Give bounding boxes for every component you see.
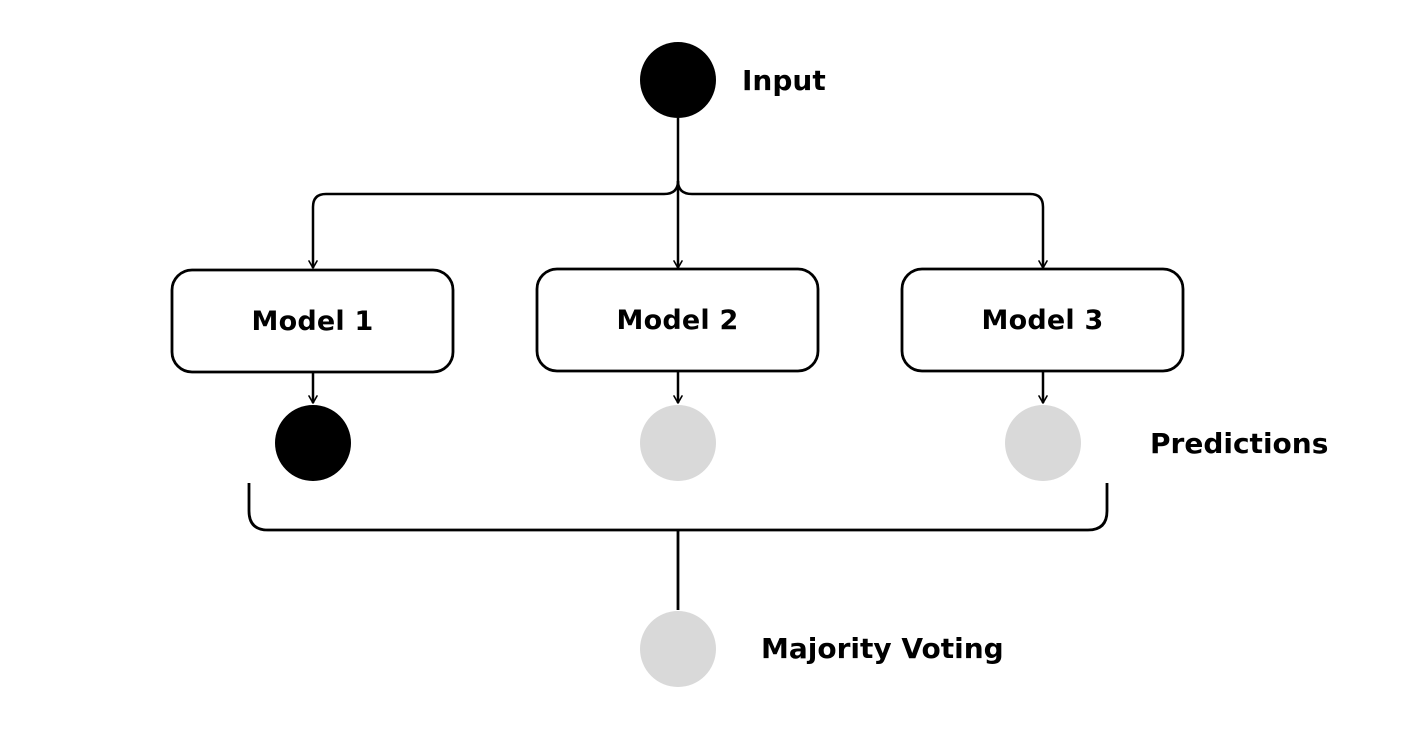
model-1-box <box>170 268 455 374</box>
prediction-node-model-1 <box>275 405 351 481</box>
majority-voting-label: Majority Voting <box>761 632 1004 665</box>
prediction-node-model-2 <box>640 405 716 481</box>
predictions-label: Predictions <box>1150 427 1329 460</box>
majority-voting-node <box>640 611 716 687</box>
prediction-node-model-3 <box>1005 405 1081 481</box>
branch-arrow-model-3 <box>676 180 1048 269</box>
aggregation-bracket <box>247 483 1109 532</box>
model-2-box <box>535 267 820 373</box>
model-1-label: Model 1 <box>251 306 374 337</box>
input-node <box>640 42 716 118</box>
model-3-box <box>900 267 1185 373</box>
input-label: Input <box>742 64 826 97</box>
model-2-label: Model 2 <box>616 305 739 336</box>
model-3-label: Model 3 <box>981 305 1104 336</box>
branch-arrow-model-1 <box>308 180 680 269</box>
